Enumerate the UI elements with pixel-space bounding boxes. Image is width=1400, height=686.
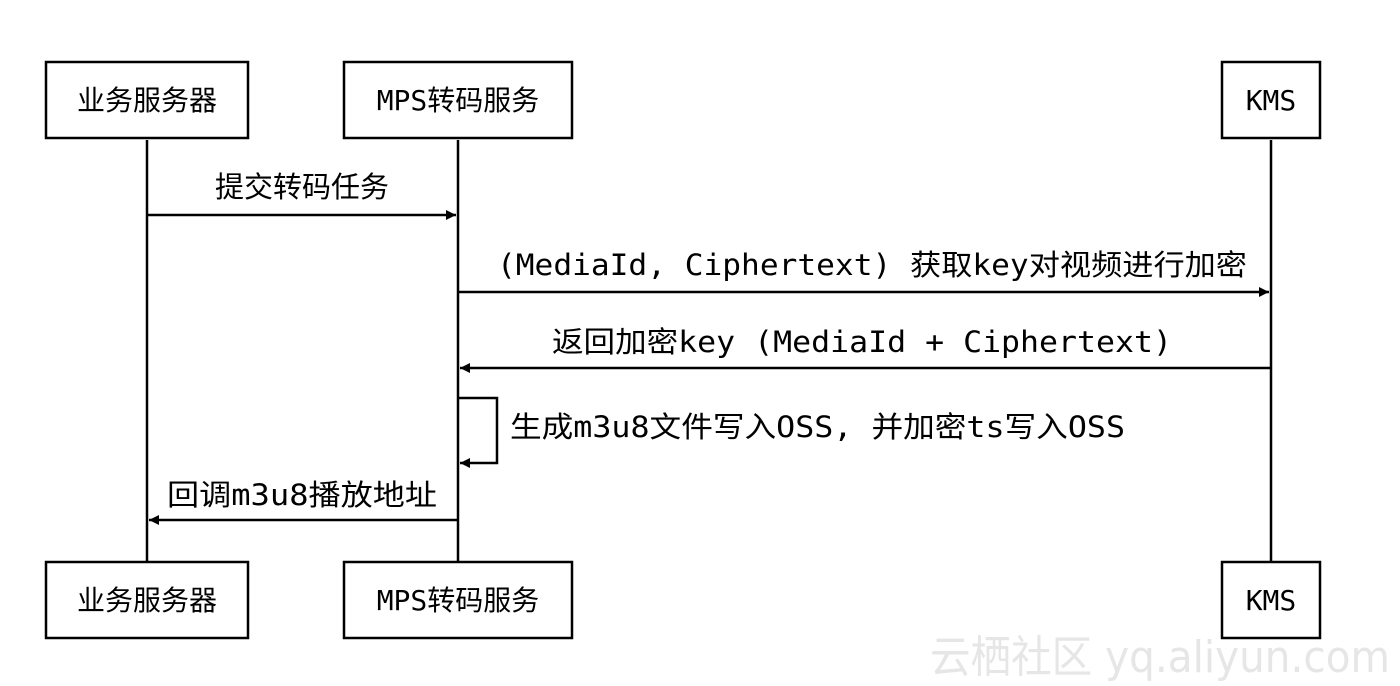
participant-label: 业务服务器 [77, 84, 217, 117]
message-get-key: (MediaId, Ciphertext) 获取key对视频进行加密 [458, 248, 1269, 297]
message-label: 返回加密key (MediaId + Ciphertext) [552, 325, 1172, 359]
message-submit-task: 提交转码任务 [147, 170, 456, 220]
participant-label: KMS [1246, 84, 1297, 117]
message-label: 生成m3u8文件写入OSS, 并加密ts写入OSS [510, 410, 1125, 444]
participant-mps-bottom: MPS转码服务 [342, 560, 574, 640]
watermark: 云栖社区 yq.aliyun.com [930, 632, 1390, 683]
message-label: (MediaId, Ciphertext) 获取key对视频进行加密 [497, 248, 1247, 282]
participant-kms-top: KMS [1220, 60, 1322, 140]
participant-kms-bottom: KMS [1220, 560, 1322, 640]
participant-biz-top: 业务服务器 [44, 60, 250, 140]
message-callback-url: 回调m3u8播放地址 [149, 478, 458, 525]
participant-label: 业务服务器 [77, 584, 217, 617]
participant-biz-bottom: 业务服务器 [44, 560, 250, 640]
participant-mps-top: MPS转码服务 [342, 60, 574, 140]
participant-label: KMS [1246, 584, 1297, 617]
message-generate-m3u8: 生成m3u8文件写入OSS, 并加密ts写入OSS [458, 396, 1125, 468]
message-label: 提交转码任务 [215, 170, 389, 204]
participant-label: MPS转码服务 [377, 84, 540, 117]
message-label: 回调m3u8播放地址 [167, 478, 437, 512]
participant-label: MPS转码服务 [377, 584, 540, 617]
message-return-key: 返回加密key (MediaId + Ciphertext) [460, 325, 1271, 373]
